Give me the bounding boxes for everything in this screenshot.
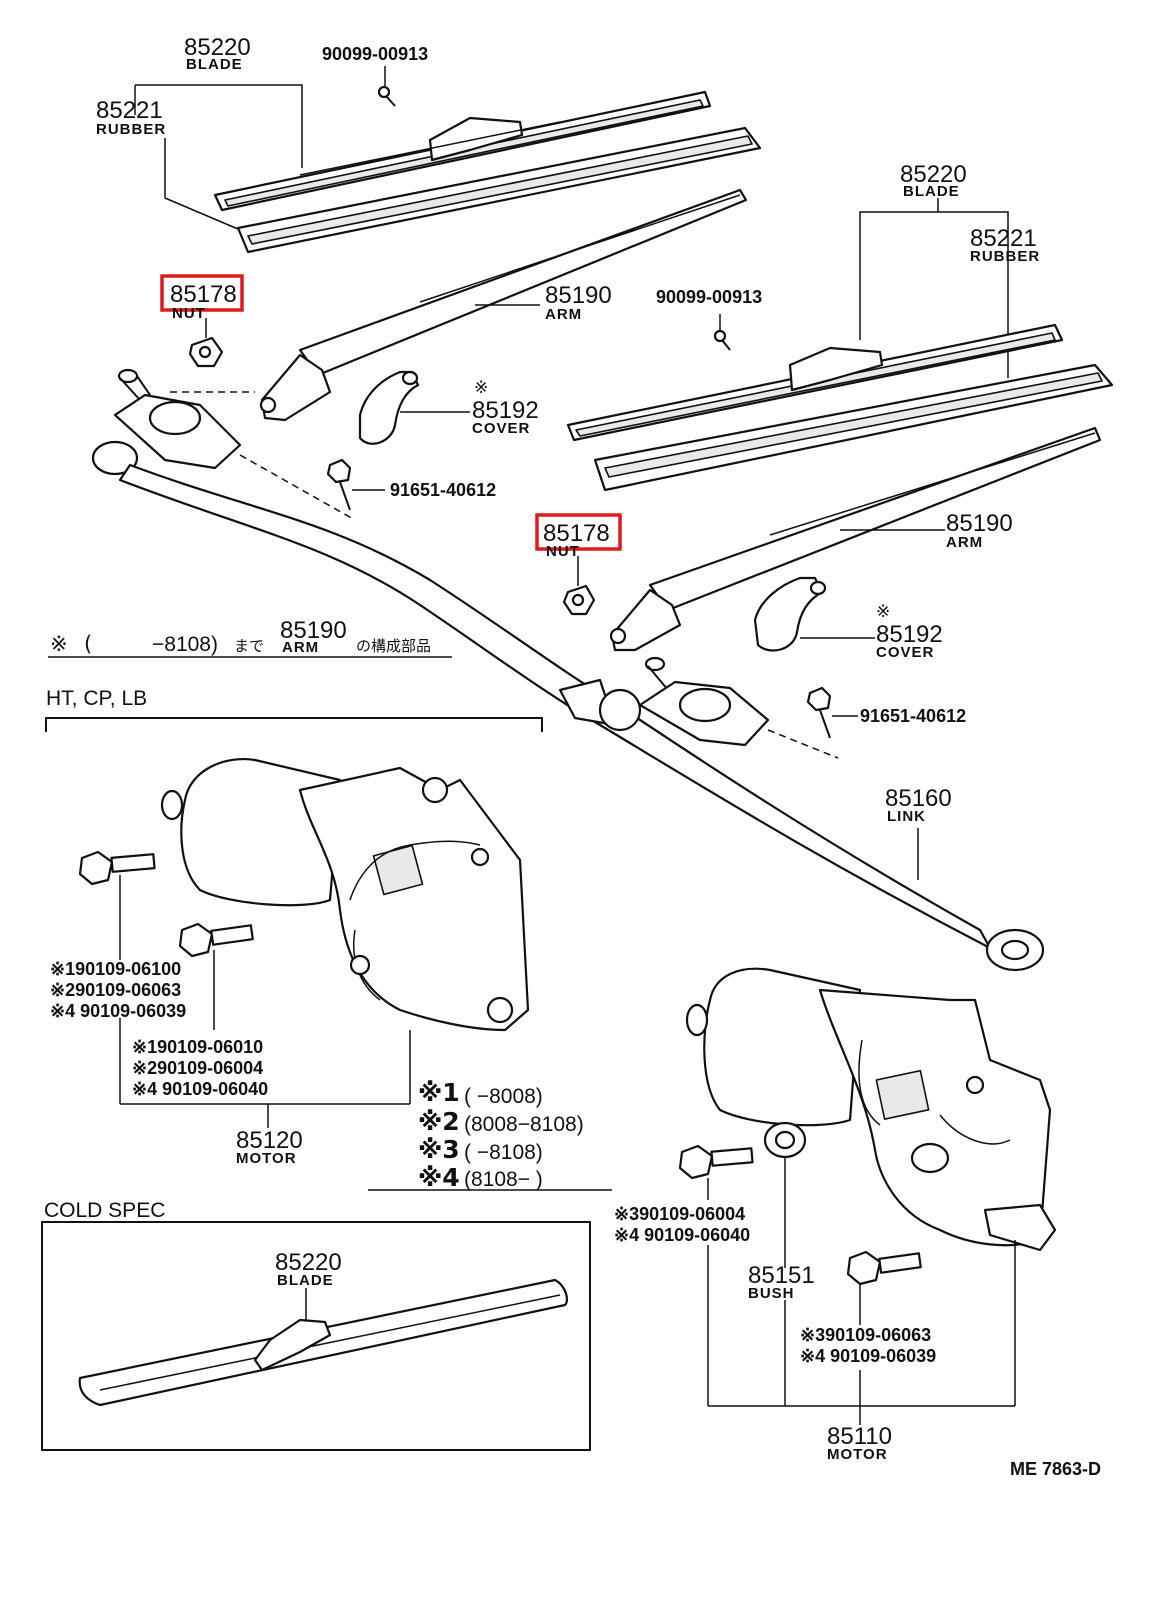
label-rubber-right-name: RUBBER [970,248,1040,265]
note-suffix: の構成部品 [356,637,431,655]
highlight-nut-right [535,513,622,551]
pivot-left [113,368,356,521]
label-blade-top-num: 85220 [184,34,251,61]
bolt-right [806,686,858,739]
label-rubber-top-num: 85221 [96,97,163,124]
motor-ht [160,757,530,1032]
label-rubber-top-name: RUBBER [96,121,166,138]
bolt-left [326,458,385,511]
label-motor-cold-name: MOTOR [827,1446,888,1463]
label-arm-right-num: 85190 [946,510,1013,537]
right-blade-assembly [566,198,1114,492]
bolt-code-c-2: ※4 90109-06040 [614,1225,750,1245]
arm-left [259,188,748,422]
label-blade-top-name: BLADE [186,56,243,73]
bolt-code-b-1: ※190109-06010 [132,1037,263,1057]
legend-range-2: (8008−8108) [464,1113,584,1136]
highlight-nut-left [160,274,244,312]
screw-right [713,329,727,343]
nut-right [562,556,596,616]
label-bush-num: 85151 [748,1262,815,1289]
cold-spec-box [41,1221,591,1451]
bolt-codes-d: ※390109-06063 ※4 90109-06039 [800,1325,936,1366]
bolt-code-a-2: ※290109-06063 [50,980,181,1000]
legend-range-1: ( −8008) [464,1085,543,1108]
cover-left [358,370,470,445]
note-open: ( [84,632,92,656]
label-cover-left-num: 85192 [472,397,539,424]
bolt-code-a-1: ※190109-06100 [50,959,181,979]
label-cover-left-mark: ※ [474,378,488,398]
label-link-num: 85160 [885,785,952,812]
legend: ※1 ( −8008) ※2 (8008−8108) ※3 ( −8108) ※… [418,1078,584,1192]
bolts-cold [678,1121,1015,1425]
bolt-code-b-3: ※4 90109-06040 [132,1079,268,1099]
legend-range-4: (8108− ) [464,1168,543,1191]
bolts-ht [78,850,411,1128]
label-bolt-right: 91651-40612 [860,706,966,726]
label-nut-left-name: NUT [172,305,206,322]
legend-mark-2: ※2 [418,1107,460,1136]
label-link-name: LINK [887,808,926,825]
label-cover-right-num: 85192 [876,621,943,648]
note-until: まで [234,637,264,655]
note-name: ARM [282,639,319,656]
label-screw-top: 90099-00913 [322,44,428,64]
label-blade-right-name: BLADE [903,183,960,200]
label-cover-left-name: COVER [472,420,530,437]
note-mark: ※ [50,632,68,656]
label-screw-right: 90099-00913 [656,287,762,307]
label-motor-cold-num: 85110 [827,1423,892,1450]
label-cover-right-name: COVER [876,644,934,661]
label-nut-right-name: NUT [546,543,580,560]
label-nut-right-num: 85178 [543,520,610,547]
legend-mark-4: ※4 [418,1163,460,1192]
label-motor-ht-name: MOTOR [236,1150,297,1167]
section-cold: COLD SPEC [44,1199,165,1222]
label-rubber-right-num: 85221 [970,225,1037,252]
nut-left [188,318,224,368]
bolt-codes-a: ※190109-06100 ※290109-06063 ※4 90109-060… [50,959,186,1021]
diagram-code: ME 7863-D [1010,1459,1101,1479]
bolt-codes-c: ※390109-06004 ※4 90109-06040 [614,1204,750,1245]
note-num: 85190 [280,617,347,644]
cover-right [753,576,875,652]
motor-cold [685,967,1057,1406]
label-bolt-left: 91651-40612 [390,480,496,500]
pivot-right [638,656,839,759]
label-bush-name: BUSH [748,1285,795,1302]
link-85160 [91,440,1045,972]
bolt-code-b-2: ※290109-06004 [132,1058,263,1078]
section-ht: HT, CP, LB [46,687,147,710]
note-range: −8108) [152,633,218,656]
label-blade-right-num: 85220 [900,161,967,188]
legend-mark-1: ※1 [418,1078,460,1107]
applicability-note: ※ ( −8108) まで 85190 ARM の構成部品 [48,617,452,658]
label-cover-right-mark: ※ [876,602,890,622]
label-cold-blade-name: BLADE [277,1272,334,1289]
legend-range-3: ( −8108) [464,1141,543,1164]
ht-bracket [45,717,543,732]
label-motor-ht-num: 85120 [236,1127,303,1154]
bolt-code-c-1: ※390109-06004 [614,1204,745,1224]
bolt-codes-b: ※190109-06010 ※290109-06004 ※4 90109-060… [132,1037,268,1099]
label-cold-blade-num: 85220 [275,1249,342,1276]
screw-top-left [377,85,391,99]
bolt-code-d-2: ※4 90109-06039 [800,1346,936,1366]
label-nut-left-num: 85178 [170,281,237,308]
label-arm-left-name: ARM [545,306,582,323]
arm-right [609,426,1102,652]
bolt-code-a-3: ※4 90109-06039 [50,1001,186,1021]
cold-spec-blade [78,1278,569,1407]
label-arm-left-num: 85190 [545,282,612,309]
label-arm-right-name: ARM [946,534,983,551]
top-left-blade-assembly [134,66,762,254]
bolt-code-d-1: ※390109-06063 [800,1325,931,1345]
legend-mark-3: ※3 [418,1135,460,1164]
